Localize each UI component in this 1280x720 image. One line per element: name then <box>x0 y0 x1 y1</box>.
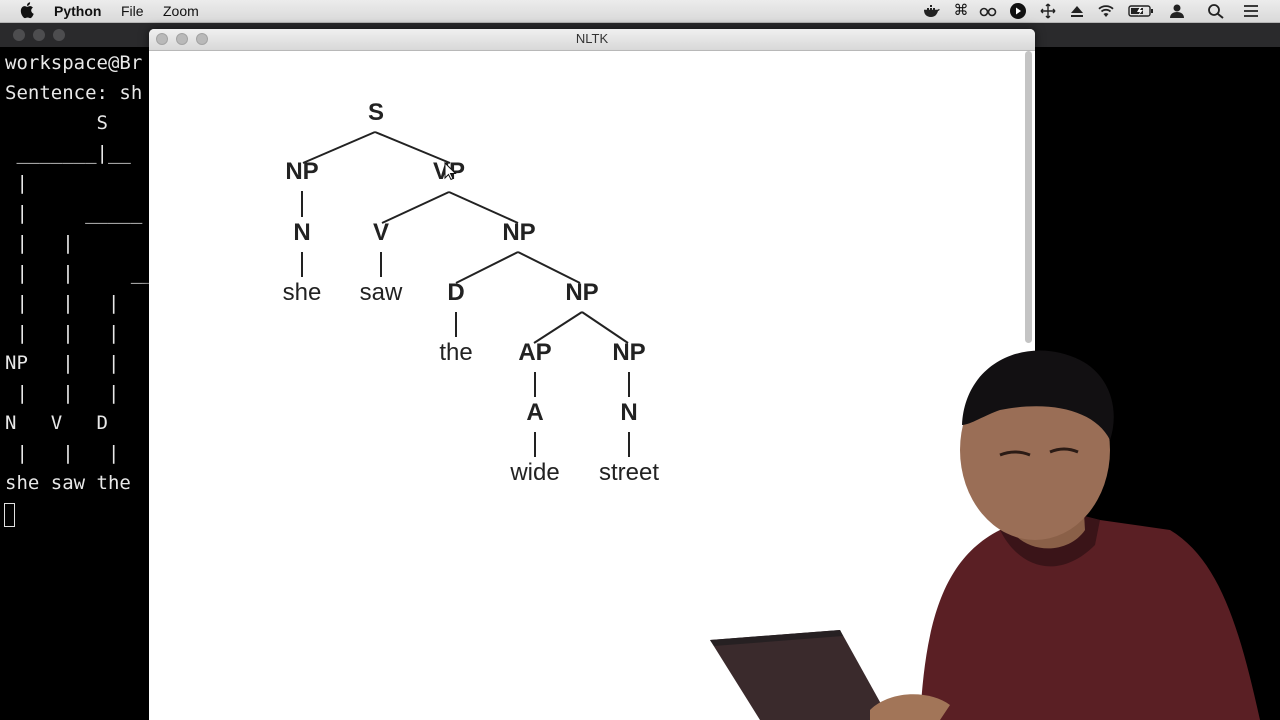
nltk-window[interactable]: NLTK S NP VP N V NP D <box>149 29 1035 720</box>
tree-node-np[interactable]: NP <box>285 158 318 185</box>
nltk-titlebar[interactable]: NLTK <box>149 29 1035 51</box>
tree-leaf-saw[interactable]: saw <box>360 279 403 306</box>
battery-icon[interactable] <box>1128 3 1154 19</box>
tree-node-np[interactable]: NP <box>612 339 645 366</box>
menu-bar: Python File Zoom ⌘ <box>0 0 1280 23</box>
move-icon[interactable] <box>1039 3 1057 19</box>
tree-edge <box>581 311 629 344</box>
tree-node-v[interactable]: V <box>373 219 389 246</box>
presenter-image <box>710 350 1260 720</box>
tree-edges <box>301 131 630 457</box>
glasses-icon[interactable] <box>979 3 997 19</box>
tree-node-n[interactable]: N <box>620 399 637 426</box>
list-icon[interactable] <box>1242 3 1260 19</box>
menu-zoom[interactable]: Zoom <box>163 3 199 19</box>
tree-node-d[interactable]: D <box>447 279 464 306</box>
tree-edge <box>448 191 519 224</box>
menu-python[interactable]: Python <box>54 3 102 19</box>
parse-tree: S NP VP N V NP D NP AP NP A N she saw th… <box>283 99 660 486</box>
command-icon[interactable]: ⌘ <box>953 2 969 19</box>
tree-edge <box>533 311 583 344</box>
minimize-icon[interactable] <box>33 29 45 41</box>
vertical-scrollbar[interactable] <box>1025 51 1032 343</box>
search-icon[interactable] <box>1207 3 1225 19</box>
terminal-output: workspace@Br Sentence: sh S _______|__ |… <box>5 52 154 494</box>
zoom-icon[interactable] <box>196 33 208 45</box>
tree-leaf-she[interactable]: she <box>283 279 322 306</box>
tree-leaf-wide[interactable]: wide <box>509 459 559 486</box>
wifi-icon[interactable] <box>1097 3 1115 19</box>
tree-edge <box>374 131 451 164</box>
tree-edge <box>455 251 519 284</box>
tree-node-np[interactable]: NP <box>502 219 535 246</box>
tree-leaf-street[interactable]: street <box>599 459 659 486</box>
tree-edge <box>517 251 581 284</box>
close-icon[interactable] <box>13 29 25 41</box>
tree-node-a[interactable]: A <box>526 399 543 426</box>
zoom-icon[interactable] <box>53 29 65 41</box>
apple-menu-icon[interactable] <box>20 1 36 19</box>
terminal-cursor <box>4 503 15 527</box>
user-icon[interactable] <box>1168 3 1186 19</box>
tree-edge <box>381 191 450 224</box>
tree-node-ap[interactable]: AP <box>518 339 551 366</box>
tree-node-np[interactable]: NP <box>565 279 598 306</box>
eject-icon[interactable] <box>1068 3 1086 19</box>
tree-node-s[interactable]: S <box>368 99 384 126</box>
play-icon[interactable] <box>1009 3 1027 19</box>
docker-icon[interactable] <box>923 3 941 19</box>
mouse-cursor-icon <box>444 161 457 181</box>
minimize-icon[interactable] <box>176 33 188 45</box>
tree-leaf-the[interactable]: the <box>439 339 472 366</box>
tree-node-n[interactable]: N <box>293 219 310 246</box>
close-icon[interactable] <box>156 33 168 45</box>
window-title: NLTK <box>575 31 609 46</box>
tree-edge <box>302 131 376 164</box>
menu-file[interactable]: File <box>121 3 144 19</box>
